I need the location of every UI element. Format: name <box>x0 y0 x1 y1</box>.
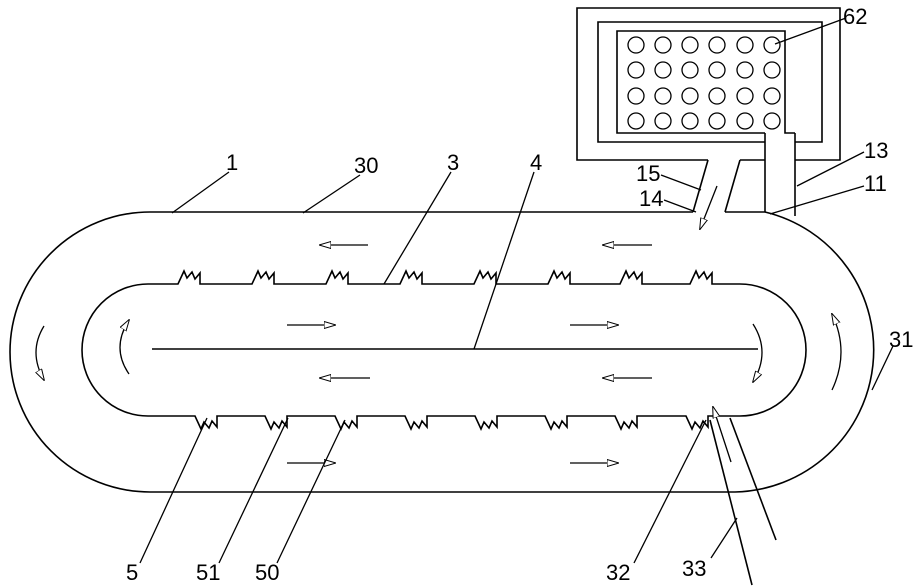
top-box <box>577 8 840 160</box>
inner-wall-top-toothed <box>148 271 740 284</box>
leader-3 <box>384 172 451 284</box>
hole-grid <box>628 37 780 129</box>
label-31: 31 <box>889 327 913 352</box>
hole-circle <box>682 88 698 104</box>
label-4: 4 <box>530 150 542 175</box>
hole-circle <box>764 88 780 104</box>
label-33: 33 <box>682 556 706 581</box>
label-32: 32 <box>606 560 630 585</box>
hole-circle <box>737 88 753 104</box>
hole-circle <box>655 113 671 129</box>
leader-11 <box>770 186 864 214</box>
curved-arrow-inner-right <box>753 324 762 382</box>
hole-circle <box>628 113 644 129</box>
label-5: 5 <box>126 560 138 585</box>
label-3: 3 <box>447 150 459 175</box>
hole-circle <box>655 37 671 53</box>
leader-13 <box>797 152 864 186</box>
hole-circle <box>737 37 753 53</box>
curved-arrow-outer-right <box>832 314 841 390</box>
hole-circle <box>655 62 671 78</box>
label-51: 51 <box>196 560 220 585</box>
leader-51 <box>219 418 288 563</box>
leader-lines <box>140 18 893 563</box>
label-13: 13 <box>864 138 888 163</box>
hole-circle <box>709 113 725 129</box>
hole-circle <box>682 113 698 129</box>
label-30: 30 <box>354 153 378 178</box>
outer-wall-left-arc <box>10 212 150 492</box>
leader-31 <box>872 346 893 390</box>
hole-circle <box>737 62 753 78</box>
label-11: 11 <box>864 171 887 196</box>
leader-14 <box>664 200 696 212</box>
inner-wall-right-arc <box>740 284 806 416</box>
reference-labels: 1 30 3 4 62 13 11 15 14 31 5 51 50 32 33 <box>126 4 913 585</box>
hole-circle <box>709 62 725 78</box>
hole-circle <box>682 62 698 78</box>
hole-circle <box>628 37 644 53</box>
hole-circle <box>628 62 644 78</box>
hole-circle <box>628 88 644 104</box>
hole-circle <box>737 113 753 129</box>
label-50: 50 <box>255 560 279 585</box>
label-14: 14 <box>639 186 663 211</box>
hole-circle <box>764 113 780 129</box>
curved-arrow-outer-left <box>36 326 44 380</box>
leader-1 <box>172 172 229 213</box>
hole-circle <box>764 62 780 78</box>
hole-circle <box>764 37 780 53</box>
outer-wall-right-arc <box>735 212 874 492</box>
inner-wall-left-arc <box>82 284 148 416</box>
bottom-pipe-right-wall <box>730 418 776 540</box>
inclined-pipe-right-wall <box>725 160 740 212</box>
leader-4 <box>474 172 534 349</box>
leader-30 <box>303 175 360 213</box>
inclined-pipe-flow-arrow <box>700 186 717 229</box>
label-15: 15 <box>636 161 660 186</box>
hole-circle <box>682 37 698 53</box>
inclined-pipe-left-wall <box>693 160 708 212</box>
curved-arrow-inner-left <box>120 320 129 374</box>
leader-15 <box>661 175 701 190</box>
leader-33 <box>711 518 737 558</box>
leader-5 <box>140 418 207 563</box>
label-62: 62 <box>843 4 867 29</box>
hole-circle <box>655 88 671 104</box>
inner-wall-bottom-toothed <box>148 416 740 429</box>
label-1: 1 <box>226 150 238 175</box>
hole-circle <box>709 88 725 104</box>
bottom-pipe-left-wall <box>710 420 752 585</box>
hole-circle <box>709 37 725 53</box>
